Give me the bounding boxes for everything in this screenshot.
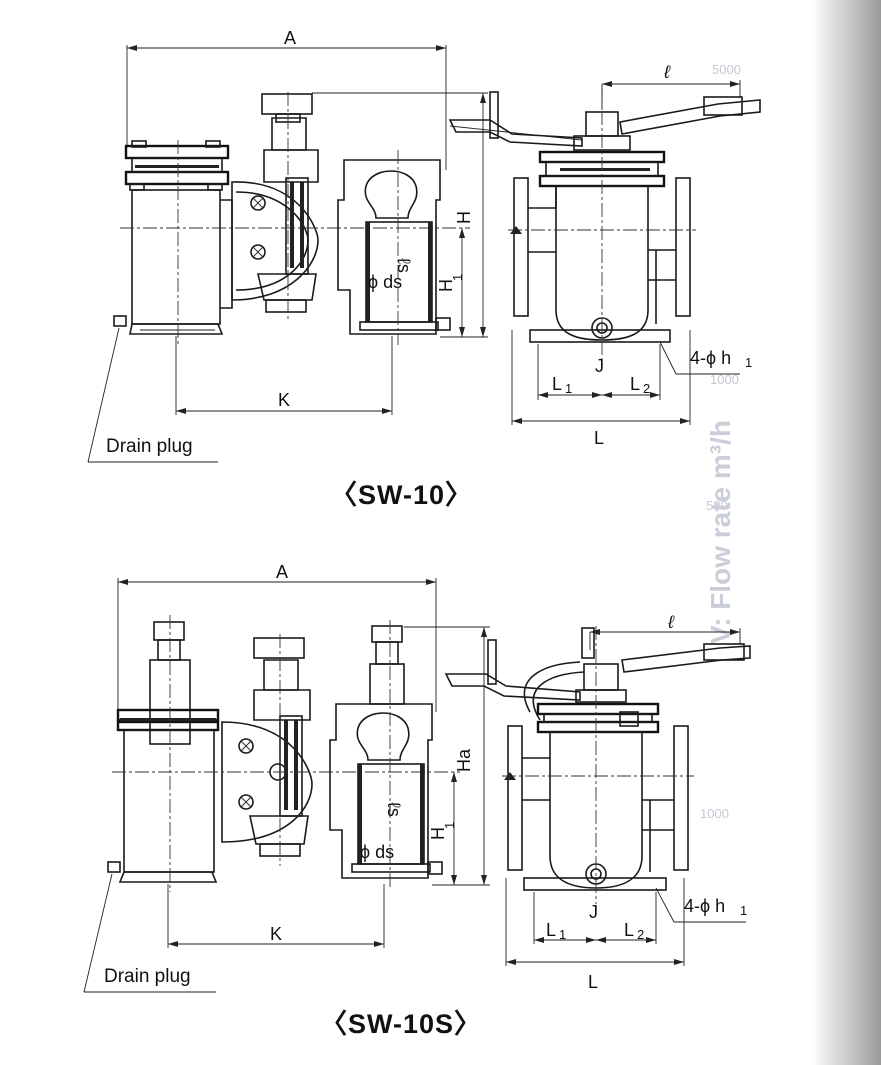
dim-l1-label-bottom: L <box>546 920 556 940</box>
dim-l2-sub-top: 2 <box>643 381 650 396</box>
side-view-top: ℓ J L 1 L 2 L 4-ϕ h 1 <box>448 62 761 448</box>
dim-a-bottom: A <box>117 562 437 712</box>
dim-holes-label-top: 4-ϕ h <box>690 348 731 368</box>
dim-ell-label-bottom: ℓ <box>667 612 675 632</box>
dim-holes-sub-top: 1 <box>745 355 752 370</box>
drain-plug-top: Drain plug <box>87 315 218 463</box>
dim-a-label: A <box>284 28 296 48</box>
dim-h1-label-bottom: H <box>428 827 448 840</box>
dim-k-label-top: K <box>278 390 290 410</box>
dim-ds-label-top: ϕ ds <box>368 272 402 292</box>
dim-k-bottom: K <box>167 884 385 948</box>
dim-a-label-bottom: A <box>276 562 288 582</box>
dim-h1-label-top: H <box>436 279 456 292</box>
page-edge-shadow <box>811 0 881 1065</box>
dim-ls-label-bottom: ℓs <box>384 802 404 817</box>
dim-h-label: H <box>454 211 474 224</box>
bg-number-3: 500 <box>706 498 728 513</box>
changeover-valve <box>120 92 470 320</box>
right-basket-housing-bottom: ℓs ϕ ds <box>329 620 443 890</box>
bg-number-2: 1000 <box>710 372 739 387</box>
dim-l2-label-top: L <box>630 374 640 394</box>
changeover-valve-bottom <box>112 634 460 866</box>
left-basket-housing <box>124 140 233 345</box>
dim-j-label-bottom: J <box>589 902 598 922</box>
bg-number-4: 1000 <box>700 806 729 821</box>
dim-k-label-bottom: K <box>270 924 282 944</box>
dim-l-label-top: L <box>594 428 604 448</box>
dim-h-top: H H 1 <box>312 92 488 338</box>
dim-l1-sub-top: 1 <box>565 381 572 396</box>
dim-ha-label: Ha <box>454 748 474 772</box>
diagram-sw10s: A <box>83 562 751 993</box>
dim-j-label-top: J <box>595 356 604 376</box>
dim-ds-label-bottom: ϕ ds <box>360 842 394 862</box>
dim-l-label-bottom: L <box>588 972 598 992</box>
dim-l1-sub-bottom: 1 <box>559 927 566 942</box>
right-basket-housing: ℓs ϕ ds <box>337 150 451 345</box>
dim-l2-sub-bottom: 2 <box>637 927 644 942</box>
diagram-title-sw10s: 〈SW-10S〉 <box>320 1009 482 1039</box>
dim-k-top: K <box>175 336 393 415</box>
dim-ha-bottom: Ha H 1 <box>404 626 490 886</box>
dim-ls-label-top: ℓs <box>394 258 414 273</box>
dim-holes-sub-bottom: 1 <box>740 903 747 918</box>
side-view-bottom: ℓ J L 1 L 2 L 4-ϕ h 1 <box>444 612 751 992</box>
drain-plug-label-top: Drain plug <box>106 436 193 457</box>
dim-l2-label-bottom: L <box>624 920 634 940</box>
diagram-sw10: A <box>87 28 761 463</box>
dim-a-top: A <box>126 28 447 170</box>
dim-h1-sub-top: 1 <box>450 274 465 281</box>
dim-l1-label-top: L <box>552 374 562 394</box>
dim-ell-label-top: ℓ <box>663 62 671 82</box>
drain-plug-bottom: Drain plug <box>83 861 216 993</box>
dim-holes-label-bottom: 4-ϕ h <box>684 896 725 916</box>
left-basket-housing-bottom <box>116 615 220 892</box>
bg-number-1: 5000 <box>712 62 741 77</box>
drain-plug-label-bottom: Drain plug <box>104 966 191 987</box>
dim-h1-sub-bottom: 1 <box>442 822 457 829</box>
diagram-title-sw10: 〈SW-10〉 <box>330 480 473 510</box>
